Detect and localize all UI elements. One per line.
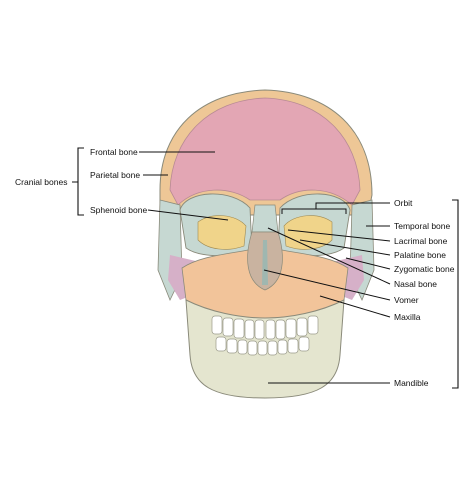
zygomatic-bone-label: Zygomatic bone [394,264,455,274]
mandible-label: Mandible [394,378,429,388]
orbit-leader [281,202,390,214]
nasal-bone-leader [267,227,391,285]
cranial-bones-label: Cranial bones [15,177,67,187]
sphenoid-bone-leader [147,209,229,221]
maxilla-leader [319,295,391,318]
vomer-label: Vomer [394,295,419,305]
sphenoid-bone-left [197,215,247,250]
nasal-bone-label: Nasal bone [394,279,437,289]
orbit-label: Orbit [394,198,413,208]
temporal-bone-label: Temporal bone [394,221,451,231]
parietal-bone-label: Parietal bone [90,170,140,180]
maxilla-label: Maxilla [394,312,421,322]
palatine-bone-label: Palatine bone [394,250,446,260]
vomer-leader [263,269,391,301]
frontal-bone-label: Frontal bone [90,147,138,157]
facial-bones-labels: Orbit Temporal bone Lacrimal bone Palati… [263,198,459,389]
lacrimal-bone-label: Lacrimal bone [394,236,448,246]
nasal-bone-region [251,204,279,233]
frontal-bone-region [169,97,361,206]
vomer-region [262,240,268,285]
palatine-bone-leader [299,239,391,256]
teeth [211,315,319,356]
zygomatic-bone-leader [345,257,391,270]
skull-illustration [157,89,375,399]
right-bracket [452,199,459,389]
cranial-bracket [72,147,84,216]
lacrimal-bone-leader [287,229,391,242]
sphenoid-bone-label: Sphenoid bone [90,205,147,215]
cranial-bones-group: Cranial bones Frontal bone Parietal bone… [15,147,229,221]
